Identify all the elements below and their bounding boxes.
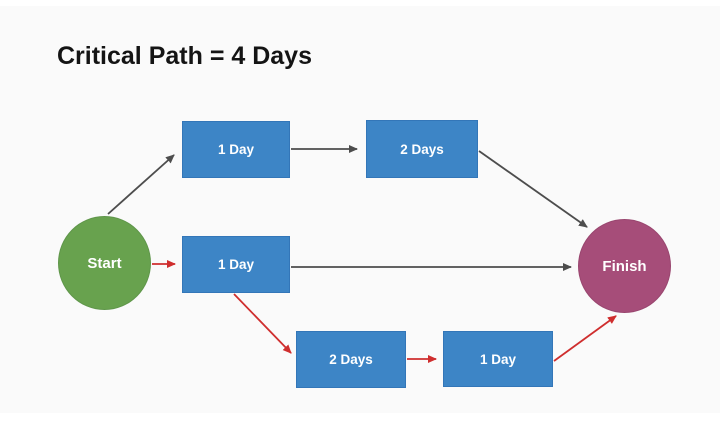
- node-task-top-1-label: 1 Day: [217, 142, 255, 157]
- edges-layer: [107, 145, 617, 363]
- node-task-top-2-label: 2 Days: [400, 141, 444, 157]
- node-task-bottom-1-label: 2 Days: [329, 352, 373, 367]
- node-finish: Finish: [578, 219, 671, 313]
- node-task-top-2: 2 Days: [366, 120, 478, 178]
- node-task-bottom-2: 1 Day: [443, 331, 553, 387]
- node-task-top-1: 1 Day: [182, 121, 290, 178]
- edge-mid-to-bot1-critical: [233, 293, 292, 354]
- edge-bot2-to-finish-critical: [553, 315, 617, 362]
- node-finish-label: Finish: [602, 257, 647, 275]
- node-task-mid: 1 Day: [182, 236, 290, 293]
- node-task-mid-label: 1 Day: [217, 257, 255, 272]
- edge-start-to-top1: [107, 154, 175, 215]
- node-task-bottom-2-label: 1 Day: [479, 351, 517, 367]
- node-start: Start: [58, 216, 151, 310]
- diagram-title: Critical Path = 4 Days: [57, 42, 312, 70]
- edge-top2-to-finish: [478, 150, 588, 228]
- node-task-bottom-1: 2 Days: [296, 331, 406, 388]
- node-start-label: Start: [87, 254, 122, 272]
